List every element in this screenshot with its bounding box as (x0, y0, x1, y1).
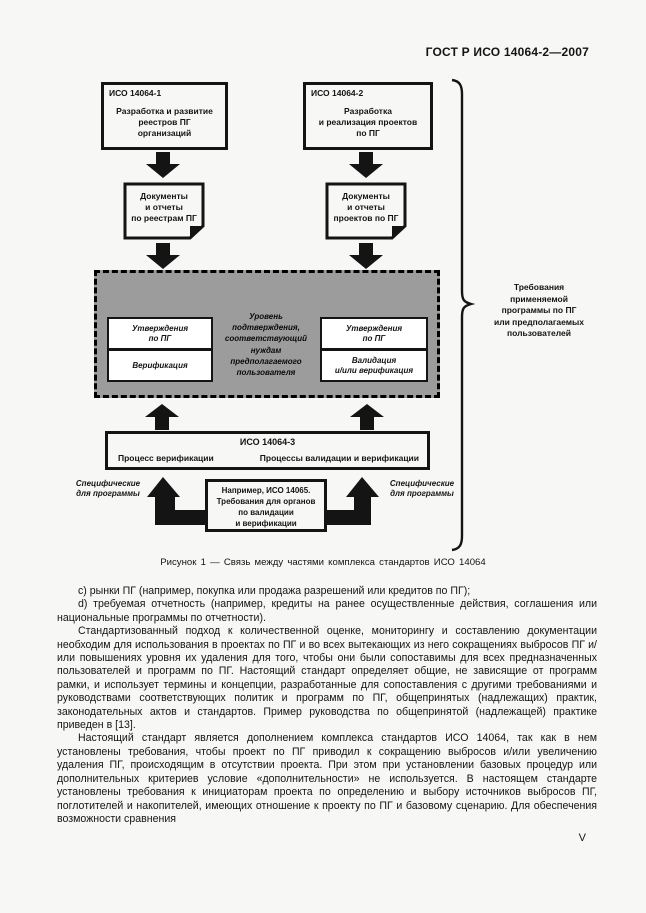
ghg-project-documents-label: Документы и отчеты проектов по ПГ (333, 191, 399, 223)
verification-cell: Верификация (109, 348, 211, 380)
arrow-up-icon (145, 404, 179, 430)
iso-14064-2-text: Разработка и реализация проектов по ПГ (318, 106, 418, 138)
validation-verification-process-label: Процессы валидации и верификации (259, 453, 419, 463)
document-sheet-icon (325, 182, 407, 240)
document-sheet-icon (123, 182, 205, 240)
ghg-assertion-cell: Утверждения по ПГ (345, 324, 403, 343)
paragraph: Стандартизованный подход к количественно… (57, 625, 597, 732)
iso-14064-1-box: ИСО 14064-1 Разработка и развитие реестр… (101, 82, 228, 150)
list-item-c: c) рынки ПГ (например, покупка или прода… (78, 585, 471, 597)
program-specific-label-left: Специфические для программы (75, 479, 141, 498)
left-assertion-stack: Утверждения по ПГ Верификация (107, 317, 213, 382)
body-text: c) рынки ПГ (например, покупка или прода… (57, 585, 597, 826)
arrow-down-icon (146, 152, 180, 178)
validation-verification-cell: Валидация и/или верификация (322, 348, 426, 380)
arrow-down-icon (349, 243, 383, 269)
program-requirements-label: Требования применяемой программы по ПГ и… (493, 282, 585, 338)
iso-14064-2-title: ИСО 14064-2 (311, 88, 364, 98)
iso-14064-1-title: ИСО 14064-1 (109, 88, 162, 98)
assurance-level-note: Уровень подтверждения, соответствующий н… (224, 312, 308, 378)
iso-14064-3-box: ИСО 14064-3 Процесс верификации Процессы… (105, 431, 430, 470)
right-assertion-stack: Утверждения по ПГ Валидация и/или верифи… (320, 317, 428, 382)
arrow-down-icon (349, 152, 383, 178)
arrow-up-elbow-right-icon (327, 477, 379, 525)
iso-14064-2-box: ИСО 14064-2 Разработка и реализация прое… (303, 82, 433, 150)
curly-brace-icon (451, 78, 476, 552)
paragraph: Настоящий стандарт является дополнением … (57, 732, 597, 825)
program-specific-label-right: Специфические для программы (389, 479, 455, 498)
iso-14064-3-title: ИСО 14064-3 (239, 437, 296, 447)
doc-code-header: ГОСТ Р ИСО 14064-2—2007 (425, 45, 589, 59)
list-item-d: d) требуемая отчетность (например, креди… (57, 598, 597, 624)
page-number: V (578, 832, 586, 844)
arrow-down-icon (146, 243, 180, 269)
iso-14064-1-text: Разработка и развитие реестров ПГ органи… (116, 106, 213, 138)
verification-process-label: Процесс верификации (118, 453, 214, 463)
ghg-project-documents-box: Документы и отчеты проектов по ПГ (325, 182, 407, 240)
iso-14065-requirements-box: Например, ИСО 14065. Требования для орга… (205, 479, 327, 532)
arrow-up-elbow-left-icon (147, 477, 207, 525)
ghg-inventory-documents-box: Документы и отчеты по реестрам ПГ (123, 182, 205, 240)
ghg-inventory-documents-label: Документы и отчеты по реестрам ПГ (131, 191, 197, 223)
ghg-assertion-cell: Утверждения по ПГ (131, 324, 189, 343)
arrow-up-icon (350, 404, 384, 430)
figure-caption: Рисунок 1 — Связь между частями комплекс… (160, 557, 486, 568)
